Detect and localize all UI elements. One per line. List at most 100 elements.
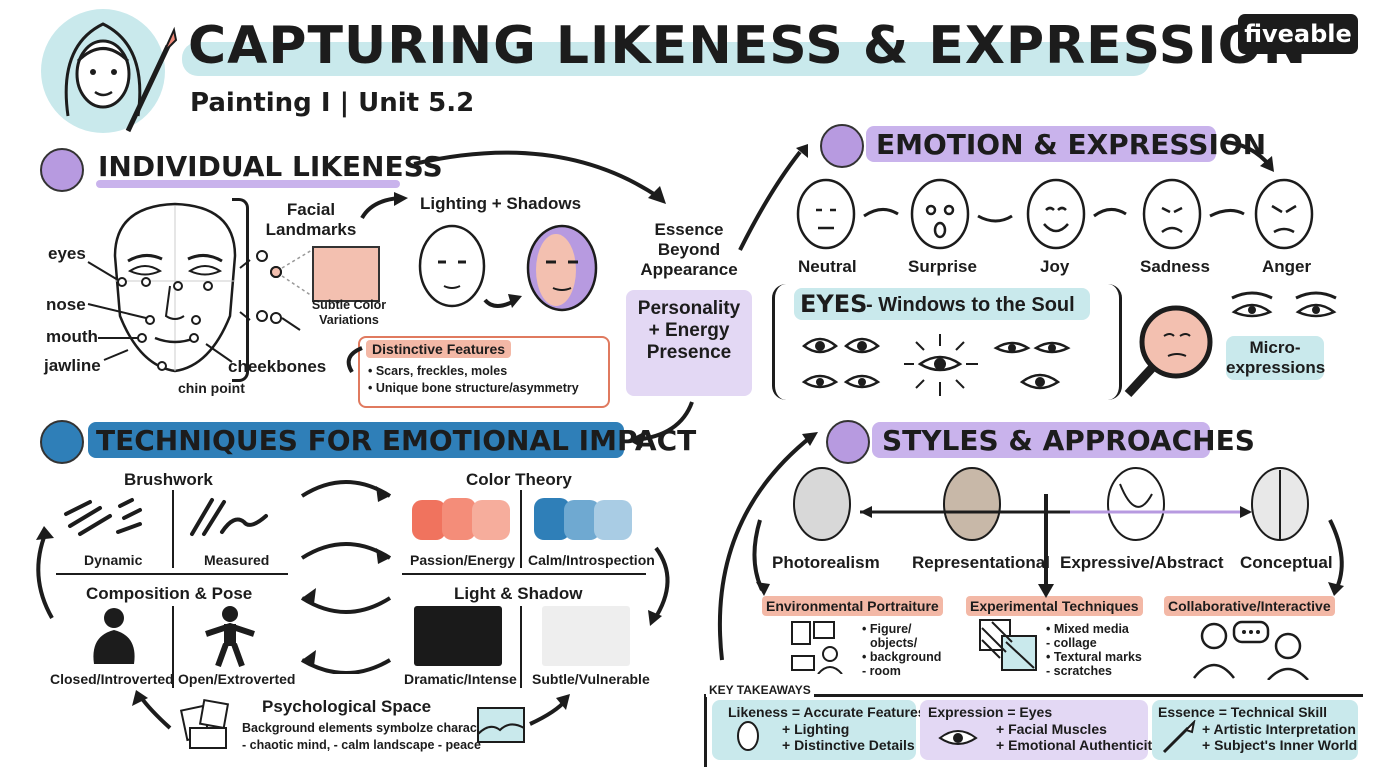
takeaway-line: Essence = Technical Skill (1158, 704, 1327, 720)
eyes-grid-icon (800, 330, 1090, 405)
label-mouth: mouth (46, 327, 98, 346)
page-subtitle: Painting I | Unit 5.2 (190, 88, 475, 118)
color-theory-label: Color Theory (466, 470, 572, 489)
emotion-surprise: Surprise (908, 257, 977, 276)
styles-heading-bg (872, 422, 1210, 458)
takeaway-brush-icon (1160, 718, 1196, 761)
distinctive-item: • Unique bone structure/asymmetry (368, 381, 579, 395)
warm-swatches (410, 494, 514, 551)
style-portraits (780, 464, 1340, 559)
micro-expressions-label: Micro-expressions (1226, 338, 1326, 377)
env-item: - room (862, 664, 901, 678)
takeaway-line: + Artistic Interpretation (1202, 721, 1356, 737)
styles-heading: STYLES & APPROACHES (882, 424, 1255, 457)
emotion-heading: EMOTION & EXPRESSION (876, 128, 1267, 161)
eyes-brace (772, 284, 1122, 400)
cool-swatches (532, 494, 636, 551)
brushwork-measured: Measured (204, 552, 270, 568)
light-divider (520, 606, 522, 688)
brushwork-dynamic: Dynamic (84, 552, 143, 568)
emotion-anger: Anger (1262, 257, 1312, 276)
face-plain-icon (412, 224, 492, 315)
lighting-shadows-label: Lighting + Shadows (420, 194, 582, 213)
techniques-heading: TECHNIQUES FOR EMOTIONAL IMPACT (96, 424, 697, 457)
eyes-heading-bg (794, 288, 1090, 320)
exp-item: - scratches (1046, 664, 1113, 678)
takeaway-face-icon (736, 720, 760, 757)
distinctive-item: • Scars, freckles, moles (368, 364, 508, 378)
takeaway-line: Likeness = Accurate Features (728, 704, 926, 720)
essence-box (626, 290, 752, 396)
techniques-section-icon (40, 420, 84, 464)
emotion-joy: Joy (1040, 257, 1070, 276)
env-item: • background (862, 650, 942, 664)
dramatic-intense-label: Dramatic/Intense (404, 671, 517, 687)
brushwork-divider (172, 490, 174, 568)
composition-label: Composition & Pose (86, 584, 253, 603)
takeaway-line: + Facial Muscles (996, 721, 1107, 737)
techniques-divider-h (56, 573, 288, 575)
exp-item: • Mixed media (1046, 622, 1129, 636)
open-extroverted-label: Open/Extroverted (178, 671, 296, 687)
exp-item: - collage (1046, 636, 1097, 650)
page-title: CAPTURING LIKENESS & EXPRESSION (188, 16, 1308, 76)
takeaways-frame (704, 694, 1363, 767)
brushwork-strokes-icon (60, 494, 300, 549)
header-portrait-icon (28, 6, 178, 141)
style-photorealism: Photorealism (772, 553, 880, 572)
color-variations-label: Subtle Color Variations (311, 298, 387, 327)
collaborative-icon (1190, 618, 1320, 685)
takeaway-eye-icon (938, 726, 978, 755)
style-expressive-abstract: Expressive/Abstract (1060, 553, 1224, 572)
psych-space-title: Psychological Space (262, 697, 432, 716)
dramatic-portrait (414, 606, 502, 666)
eyes-subheading: - Windows to the Soul (866, 294, 1075, 316)
emotion-sadness: Sadness (1140, 257, 1210, 276)
fiveable-logo[interactable]: fiveable (1238, 14, 1358, 54)
micro-expressions-box (1226, 336, 1324, 380)
env-item: objects/ (870, 636, 918, 650)
psych-space-line2: - chaotic mind, - calm landscape - peace (242, 738, 481, 752)
psych-clutter-icon (179, 698, 238, 759)
label-jawline: jawline (44, 356, 101, 375)
composition-divider (172, 606, 174, 688)
facial-landmarks-label: Facial Landmarks (265, 200, 357, 239)
eyes-heading: EYES (800, 290, 868, 318)
essence-title: Essence Beyond Appearance (640, 220, 738, 279)
experimental-icon (978, 618, 1040, 683)
emotion-section-icon (820, 124, 864, 168)
collaborative-interactive-label: Collaborative/Interactive (1164, 596, 1335, 616)
label-eyes: eyes (48, 244, 86, 263)
color-divider (520, 490, 522, 568)
magnifier-icon (1122, 300, 1218, 405)
takeaway-line: + Distinctive Details (782, 737, 915, 753)
light-shadow-label: Light & Shadow (454, 584, 583, 603)
micro-eyes-icon (1228, 288, 1344, 329)
label-cheekbones: cheekbones (228, 357, 327, 376)
style-representational: Representational (912, 553, 1050, 572)
emotion-neutral: Neutral (798, 257, 857, 276)
experimental-techniques-label: Experimental Techniques (966, 596, 1143, 616)
passion-energy-label: Passion/Energy (410, 552, 516, 568)
techniques-heading-bg (88, 422, 624, 458)
essence-box-text: Personality + Energy Presence (637, 298, 741, 363)
takeaway-line: Expression = Eyes (928, 704, 1053, 720)
label-chin-point: chin point (178, 380, 245, 396)
takeaway-line: + Emotional Authenticity (996, 737, 1160, 753)
emotion-heading-bg (866, 126, 1216, 162)
face-shaded-icon (520, 222, 604, 319)
env-item: • Figure/ (862, 622, 912, 636)
exp-item: • Textural marks (1046, 650, 1142, 664)
calm-introspection-label: Calm/Introspection (528, 552, 655, 568)
subtle-portrait (542, 606, 630, 666)
color-swatch (312, 246, 380, 302)
likeness-section-icon (40, 148, 84, 192)
likeness-heading-underline (96, 180, 400, 188)
color-divider-h (402, 573, 646, 575)
closed-pose-icon (84, 606, 144, 671)
label-nose: nose (46, 295, 86, 314)
style-conceptual: Conceptual (1240, 553, 1333, 572)
closed-introverted-label: Closed/Introverted (50, 671, 174, 687)
title-highlight (182, 42, 1150, 76)
